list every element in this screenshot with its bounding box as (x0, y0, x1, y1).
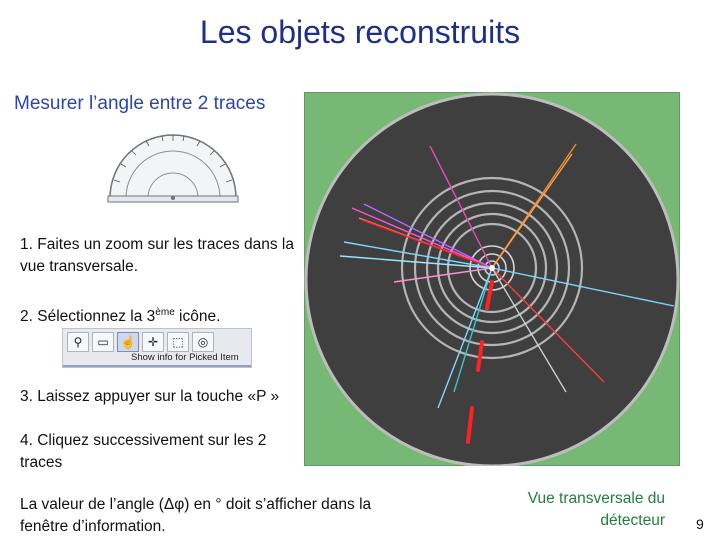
tracker-rings (400, 176, 584, 360)
rubberband-icon[interactable]: ▭ (92, 332, 114, 352)
protractor-icon (107, 134, 239, 203)
move-icon[interactable]: ✛ (142, 332, 164, 352)
detector-caption: Vue transversale du détecteur (527, 490, 665, 529)
result-text: La valeur de l’angle (Δφ) en ° doit s’af… (20, 496, 372, 535)
slide-title: Les objets reconstruits (199, 14, 521, 50)
step-1-text: 1. Faites un zoom sur les traces dans la… (20, 236, 294, 275)
particle-tracks (339, 143, 675, 409)
toolbar-screenshot: ⚲ ▭ ☝ ✛ ⬚ ◎ Show info for Picked Item (62, 328, 252, 368)
select-icon[interactable]: ⬚ (167, 332, 189, 352)
step-2-text: 2. Sélectionnez la 3ème icône. (20, 307, 221, 326)
toolbar-strip (63, 365, 251, 367)
page-number: 9 (696, 516, 704, 532)
fisheye-icon[interactable]: ◎ (192, 332, 214, 352)
detector-transverse-view[interactable] (304, 92, 680, 466)
energy-deposits (466, 280, 494, 444)
step-3-text: 3. Laissez appuyer sur la touche «P » (20, 388, 280, 405)
toolbar-tooltip: Show info for Picked Item (131, 352, 239, 363)
pick-icon[interactable]: ☝ (117, 332, 139, 352)
slide-subtitle: Mesurer l’angle entre 2 traces (14, 93, 266, 114)
zoom-icon[interactable]: ⚲ (67, 332, 89, 352)
vertex-marker (489, 265, 495, 271)
step-4-text: 4. Cliquez successivement sur les 2 trac… (20, 432, 267, 471)
